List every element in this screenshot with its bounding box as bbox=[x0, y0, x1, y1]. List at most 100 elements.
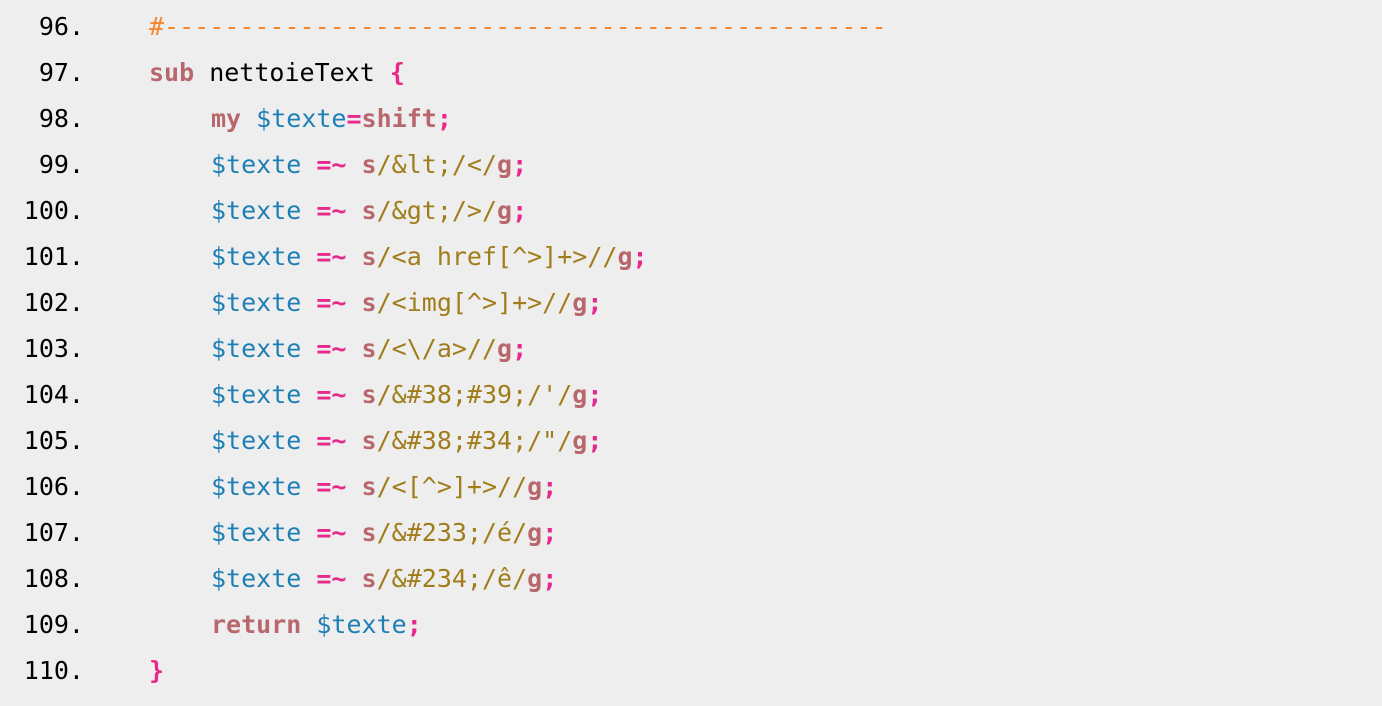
code-token-plain bbox=[301, 150, 316, 179]
code-token-regex: /<a href[^>]+>// bbox=[376, 242, 618, 271]
code-token-var: $texte bbox=[211, 380, 302, 409]
code-token-punct: ; bbox=[512, 150, 528, 179]
code-token-punct: ; bbox=[587, 380, 603, 409]
line-code: return $texte; bbox=[211, 602, 422, 648]
line-code: $texte =~ s/<img[^>]+>//g; bbox=[211, 280, 602, 326]
code-token-plain bbox=[301, 380, 316, 409]
code-token-regex-flag: g bbox=[497, 196, 513, 225]
line-number: 103. bbox=[23, 334, 84, 363]
code-line: 103. $texte =~ s/<\/a>//g; bbox=[0, 326, 1382, 372]
line-number: 109. bbox=[23, 610, 84, 639]
code-line: 109. return $texte; bbox=[0, 602, 1382, 648]
line-number: 106. bbox=[23, 472, 84, 501]
code-token-regex: /&gt;/>/ bbox=[376, 196, 498, 225]
line-code: $texte =~ s/&#234;/ê/g; bbox=[211, 556, 557, 602]
line-code: #---------------------------------------… bbox=[149, 4, 887, 50]
code-token-plain bbox=[346, 150, 361, 179]
line-number: 98. bbox=[38, 104, 84, 133]
code-line: 96. #------------------------------------… bbox=[0, 4, 1382, 50]
code-token-keyword: my bbox=[211, 104, 242, 133]
code-token-plain bbox=[301, 242, 316, 271]
code-token-operator: =~ bbox=[316, 472, 347, 501]
code-token-keyword: return bbox=[211, 610, 302, 639]
code-line: 102. $texte =~ s/<img[^>]+>//g; bbox=[0, 280, 1382, 326]
code-line: 101. $texte =~ s/<a href[^>]+>//g; bbox=[0, 234, 1382, 280]
code-token-regex-flag: s bbox=[361, 564, 377, 593]
code-token-regex: /&#234;/ê/ bbox=[376, 564, 528, 593]
code-token-punct: ; bbox=[542, 564, 558, 593]
code-token-regex-flag: g bbox=[527, 518, 543, 547]
code-token-punct: ; bbox=[587, 426, 603, 455]
code-token-var: $texte bbox=[256, 104, 347, 133]
code-token-punct: ; bbox=[512, 196, 528, 225]
code-token-regex-flag: g bbox=[572, 288, 588, 317]
code-line: 104.$texte =~ s/&#38;#39;/'/g; bbox=[0, 372, 1382, 418]
line-number: 102. bbox=[23, 288, 84, 317]
line-number: 101. bbox=[23, 242, 84, 271]
code-token-operator: =~ bbox=[316, 334, 347, 363]
code-token-punct: ; bbox=[512, 334, 528, 363]
code-token-regex-flag: g bbox=[572, 380, 588, 409]
code-token-regex-flag: s bbox=[361, 196, 377, 225]
code-token-punct: ; bbox=[436, 104, 452, 133]
code-line: 106. $texte =~ s/<[^>]+>//g; bbox=[0, 464, 1382, 510]
code-token-plain bbox=[301, 610, 316, 639]
line-code: $texte =~ s/<[^>]+>//g; bbox=[211, 464, 557, 510]
line-code: sub nettoieText { bbox=[149, 50, 405, 96]
code-token-plain bbox=[301, 334, 316, 363]
code-token-punct: ; bbox=[632, 242, 648, 271]
code-token-regex-flag: g bbox=[497, 150, 513, 179]
code-token-plain bbox=[301, 196, 316, 225]
code-token-operator: =~ bbox=[316, 564, 347, 593]
code-token-operator: = bbox=[346, 104, 362, 133]
code-token-brace: { bbox=[389, 58, 405, 87]
code-token-var: $texte bbox=[211, 426, 302, 455]
code-token-regex-flag: s bbox=[361, 150, 377, 179]
code-token-regex: /<\/a>// bbox=[376, 334, 498, 363]
code-token-plain bbox=[301, 472, 316, 501]
code-token-plain bbox=[346, 196, 361, 225]
code-token-operator: =~ bbox=[316, 518, 347, 547]
line-code: $texte =~ s/<\/a>//g; bbox=[211, 326, 527, 372]
code-line: 100. $texte =~ s/&gt;/>/g; bbox=[0, 188, 1382, 234]
code-token-regex-flag: s bbox=[361, 380, 377, 409]
code-token-regex-flag: g bbox=[617, 242, 633, 271]
code-token-plain bbox=[346, 288, 361, 317]
code-token-plain bbox=[346, 380, 361, 409]
code-token-var: $texte bbox=[316, 610, 407, 639]
code-token-regex-flag: s bbox=[361, 334, 377, 363]
code-token-plain bbox=[241, 104, 256, 133]
code-token-plain bbox=[346, 426, 361, 455]
code-token-plain bbox=[301, 518, 316, 547]
line-number: 99. bbox=[38, 150, 84, 179]
code-token-operator: =~ bbox=[316, 196, 347, 225]
code-token-var: $texte bbox=[211, 242, 302, 271]
code-token-var: $texte bbox=[211, 518, 302, 547]
code-token-var: $texte bbox=[211, 196, 302, 225]
code-line: 105.$texte =~ s/&#38;#34;/"/g; bbox=[0, 418, 1382, 464]
code-token-regex: /&lt;/</ bbox=[376, 150, 498, 179]
code-token-keyword: shift bbox=[361, 104, 437, 133]
line-number: 97. bbox=[38, 58, 84, 87]
code-token-regex-flag: g bbox=[527, 472, 543, 501]
code-token-plain: nettoieText bbox=[194, 58, 390, 87]
code-token-punct: ; bbox=[542, 472, 558, 501]
line-code: } bbox=[149, 648, 164, 694]
code-token-punct: ; bbox=[406, 610, 422, 639]
line-number: 96. bbox=[38, 12, 84, 41]
code-line: 107.$texte =~ s/&#233;/é/g; bbox=[0, 510, 1382, 556]
code-token-operator: =~ bbox=[316, 242, 347, 271]
code-token-plain bbox=[301, 288, 316, 317]
code-line: 98. my $texte=shift; bbox=[0, 96, 1382, 142]
code-token-var: $texte bbox=[211, 288, 302, 317]
code-token-operator: =~ bbox=[316, 380, 347, 409]
code-token-operator: =~ bbox=[316, 150, 347, 179]
code-token-punct: ; bbox=[542, 518, 558, 547]
code-token-regex-flag: g bbox=[527, 564, 543, 593]
code-token-regex-flag: s bbox=[361, 426, 377, 455]
line-number: 100. bbox=[23, 196, 84, 225]
code-token-regex-flag: s bbox=[361, 242, 377, 271]
line-number: 107. bbox=[23, 518, 84, 547]
code-token-var: $texte bbox=[211, 564, 302, 593]
